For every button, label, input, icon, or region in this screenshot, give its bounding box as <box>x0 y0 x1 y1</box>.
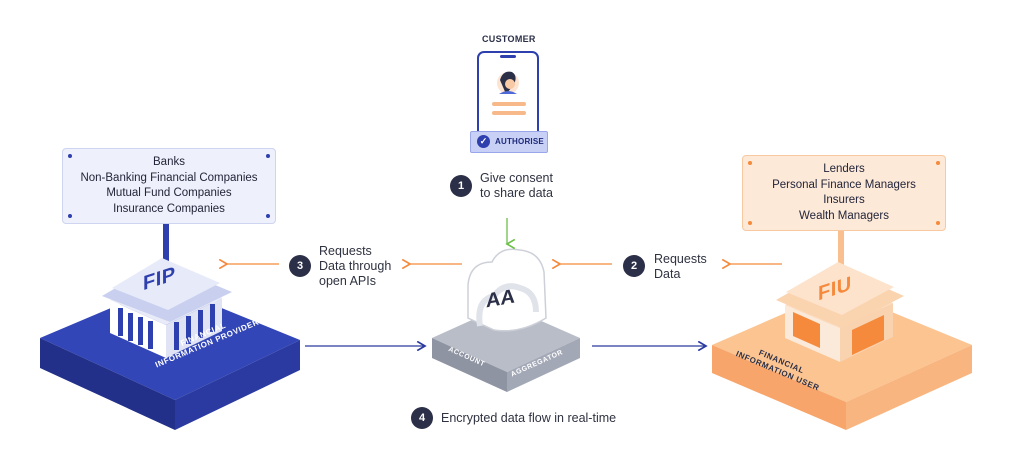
step-1-line-1: Give consent <box>480 171 553 185</box>
corner-dot <box>748 221 752 225</box>
corner-dot <box>748 161 752 165</box>
step-3-number: 3 <box>296 260 304 272</box>
step-3-line-1: Requests <box>319 244 372 258</box>
step-2-number: 2 <box>630 260 638 272</box>
corner-dot <box>936 221 940 225</box>
fip-list-item: Non-Banking Financial Companies <box>80 171 258 184</box>
fiu-list-item: Wealth Managers <box>799 209 889 222</box>
step-3-line-3: open APIs <box>319 274 376 288</box>
step-1-number: 1 <box>457 180 465 192</box>
step-2-badge: 2 <box>623 255 645 277</box>
authorise-label: AUTHORISE <box>495 137 544 146</box>
step-3-line-2: Data through <box>319 259 392 273</box>
step-2-line-1: Requests <box>654 252 707 266</box>
fiu-list-item: Lenders <box>823 163 865 175</box>
step-1-label: Give consent to share data <box>480 171 553 201</box>
step-1-badge: 1 <box>450 175 472 197</box>
aa-platform <box>432 248 580 392</box>
fiu-list-item: Insurers <box>823 194 865 206</box>
customer-phone <box>477 51 539 149</box>
authorise-button[interactable]: ✓ AUTHORISE <box>470 131 548 153</box>
corner-dot <box>68 154 72 158</box>
check-circle-icon: ✓ <box>477 135 490 148</box>
fip-list-box: Banks Non-Banking Financial Companies Mu… <box>62 148 276 224</box>
corner-dot <box>68 214 72 218</box>
step-4-number: 4 <box>418 412 426 424</box>
corner-dot <box>266 154 270 158</box>
step-3-label: Requests Data through open APIs <box>319 244 391 289</box>
fip-list-item: Banks <box>153 156 185 168</box>
fiu-list-box: Lenders Personal Finance Managers Insure… <box>742 155 946 231</box>
step-2-line-2: Data <box>654 267 681 281</box>
step-4-badge: 4 <box>411 407 433 429</box>
customer-title: CUSTOMER <box>482 34 536 44</box>
fiu-platform <box>712 229 972 430</box>
step-2-label: Requests Data <box>654 252 707 282</box>
fip-list-item: Insurance Companies <box>113 202 225 215</box>
step-4-label: Encrypted data flow in real-time <box>441 411 617 425</box>
corner-dot <box>936 161 940 165</box>
corner-dot <box>266 214 270 218</box>
step-3-badge: 3 <box>289 255 311 277</box>
fip-list-item: Mutual Fund Companies <box>106 187 232 199</box>
fip-platform <box>40 222 300 430</box>
fiu-list-item: Personal Finance Managers <box>772 178 916 191</box>
step-1-line-2: to share data <box>480 186 553 200</box>
